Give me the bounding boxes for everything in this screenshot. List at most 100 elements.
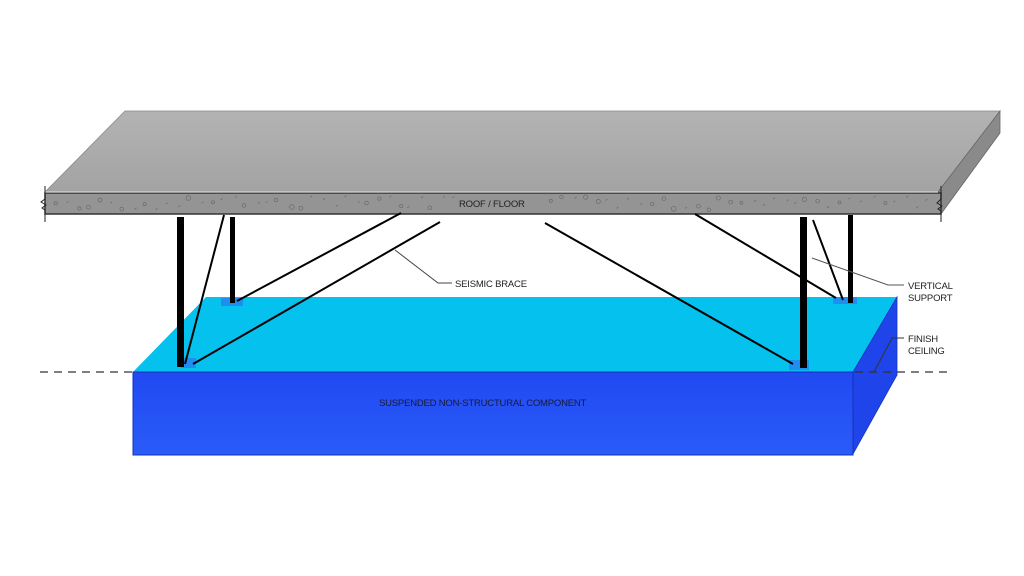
aggregate-fleck [906, 195, 909, 198]
aggregate-fleck [452, 196, 455, 199]
aggregate-stone [427, 205, 433, 211]
aggregate-stone [559, 194, 564, 200]
finish-ceiling-leader [873, 337, 904, 373]
aggregate-fleck [640, 203, 643, 206]
aggregate-fleck [322, 198, 326, 201]
aggregate-fleck [407, 206, 410, 209]
aggregate-stone [97, 197, 103, 203]
component-top-face [133, 297, 897, 372]
aggregate-fleck [110, 201, 113, 204]
aggregate-fleck [925, 198, 928, 201]
aggregate-stone [649, 201, 655, 207]
aggregate-fleck [873, 195, 876, 198]
aggregate-stone [837, 200, 842, 205]
seismic-brace-label: SEISMIC BRACE [455, 279, 527, 290]
roof-floor-label: ROOF / FLOOR [459, 199, 525, 210]
aggregate-stone [739, 200, 744, 205]
brace-right-long [544, 222, 794, 365]
aggregate-stone [86, 204, 91, 210]
brace-right-back [694, 213, 837, 299]
callouts: SEISMIC BRACE VERTICAL SUPPORT FINISH CE… [394, 249, 953, 373]
aggregate-fleck [893, 200, 896, 203]
aggregate-stone [671, 206, 677, 212]
aggregate-fleck [335, 204, 338, 207]
seismic-brace-leader [394, 249, 452, 284]
aggregate-stone [706, 207, 712, 213]
vertical-support-front-right [800, 217, 807, 368]
aggregate-fleck [772, 197, 776, 200]
aggregate-fleck [605, 198, 608, 201]
aggregate-stone [728, 199, 733, 205]
aggregate-fleck [155, 208, 158, 211]
aggregate-stone [801, 196, 807, 202]
aggregate-fleck [616, 206, 619, 209]
finish-ceiling-label-2: CEILING [908, 346, 945, 357]
anchor-plate-front-left [181, 358, 196, 368]
aggregate-stone [119, 207, 124, 212]
aggregate-stone [399, 204, 404, 209]
brace-right-steep [812, 219, 844, 301]
aggregate-fleck [344, 195, 347, 198]
vertical-support-leader [811, 257, 904, 286]
vertical-support-back-right [848, 215, 853, 303]
aggregate-fleck [848, 197, 851, 200]
aggregate-fleck [762, 203, 766, 206]
component-label: SUSPENDED NON-STRUCTURAL COMPONENT [379, 398, 587, 409]
aggregate-fleck [309, 195, 313, 198]
vertical-supports [177, 215, 853, 368]
anchor-plate-back-right [833, 297, 857, 304]
aggregate-stone [815, 198, 820, 204]
aggregate-fleck [265, 201, 268, 204]
aggregate-stone [298, 205, 304, 211]
aggregate-fleck [389, 195, 392, 198]
suspended-component: SUSPENDED NON-STRUCTURAL COMPONENT [132, 295, 898, 456]
aggregate-stone [211, 200, 215, 205]
aggregate-stone [583, 194, 589, 200]
aggregate-stone [53, 201, 58, 206]
aggregate-fleck [357, 200, 361, 204]
roof-floor-slab: ROOF / FLOOR [40, 109, 1001, 222]
slab-top-face [44, 110, 1001, 193]
aggregate-fleck [753, 200, 757, 203]
seismic-braces [184, 212, 844, 365]
aggregate-fleck [201, 201, 204, 204]
aggregate-stone [273, 198, 278, 203]
aggregate-fleck [859, 200, 863, 203]
aggregate-stone [661, 196, 667, 201]
vertical-support-front-left [177, 217, 184, 367]
aggregate-stone [595, 199, 601, 204]
aggregate-stone [142, 202, 147, 207]
finish-ceiling-label-1: FINISH [908, 334, 938, 345]
break-line-right-icon [936, 186, 943, 222]
vertical-support-label-1: VERTICAL [908, 281, 953, 292]
aggregate-fleck [826, 206, 830, 209]
aggregate-fleck [916, 206, 919, 209]
aggregate-fleck [421, 196, 424, 199]
aggregate-fleck [257, 201, 261, 204]
aggregate-fleck [794, 201, 797, 204]
aggregate-fleck [134, 207, 137, 210]
aggregate-fleck [442, 195, 446, 198]
vertical-support-back-left [230, 217, 235, 303]
brace-left-back [236, 212, 402, 302]
aggregate-stone [715, 195, 721, 201]
component-front-face [132, 371, 854, 456]
aggregate-stone [77, 206, 82, 211]
aggregate-fleck [220, 198, 223, 201]
aggregate-fleck [786, 199, 789, 202]
aggregate-fleck [626, 197, 630, 200]
aggregate-fleck [66, 200, 69, 204]
aggregate-stone [185, 195, 192, 201]
aggregate-stone [241, 203, 247, 208]
brace-left-long [192, 221, 441, 365]
break-line-left-icon [40, 186, 47, 222]
aggregate-stone [548, 198, 553, 203]
aggregate-fleck [574, 196, 577, 199]
aggregate-fleck [234, 195, 238, 198]
aggregate-fleck [177, 205, 181, 208]
slab-front-edge [44, 192, 942, 215]
aggregate-stone [364, 200, 369, 206]
vertical-support-label-2: SUPPORT [908, 293, 953, 304]
brace-left-steep [184, 214, 225, 365]
